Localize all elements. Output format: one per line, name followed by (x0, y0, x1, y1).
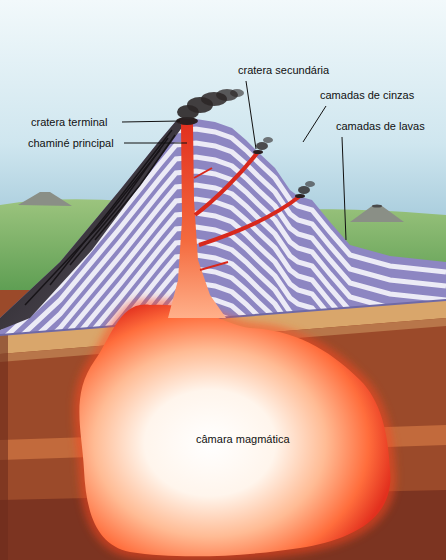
part-label: câmara magmática (196, 433, 290, 446)
leader-line (122, 121, 180, 122)
secondary-conduit (199, 196, 300, 245)
secondary-crater (253, 150, 263, 154)
lava-flow (25, 150, 160, 305)
leader-lines (122, 81, 346, 240)
lava-flows (25, 130, 175, 305)
main-conduit (168, 124, 226, 318)
part-label: camadas de lavas (336, 120, 425, 133)
secondary-conduit (195, 152, 258, 215)
part-label: cratera terminal (31, 116, 107, 129)
part-label: cratera secundária (238, 64, 329, 77)
rock-stratum (0, 290, 446, 560)
lava-flow (95, 135, 175, 240)
leader-line (124, 143, 187, 144)
chamber-glow (79, 305, 390, 557)
smoke-puff (256, 142, 268, 150)
leader-line (303, 106, 326, 142)
part-label: chaminé principal (28, 137, 114, 150)
lava-flow (50, 130, 172, 285)
secondary-crater (295, 194, 305, 198)
smoke-puff (230, 89, 244, 97)
secondary-conduit (200, 262, 228, 270)
smoke-puff (305, 181, 315, 187)
distant-crater (372, 205, 382, 208)
layer-stripe (0, 143, 446, 342)
magma-chamber (79, 305, 390, 557)
secondary-conduit (194, 168, 212, 178)
smoke-plume (177, 89, 315, 194)
exterior-flank (0, 121, 183, 330)
distant-volcano (18, 192, 72, 206)
smoke-puff (263, 137, 273, 143)
leader-line (342, 137, 346, 240)
distant-volcano (350, 206, 404, 222)
layer-stripe (0, 129, 446, 328)
leader-line (246, 81, 256, 149)
smoke-puff (298, 186, 310, 194)
part-label: camadas de cinzas (320, 89, 414, 102)
block-side (0, 330, 8, 560)
